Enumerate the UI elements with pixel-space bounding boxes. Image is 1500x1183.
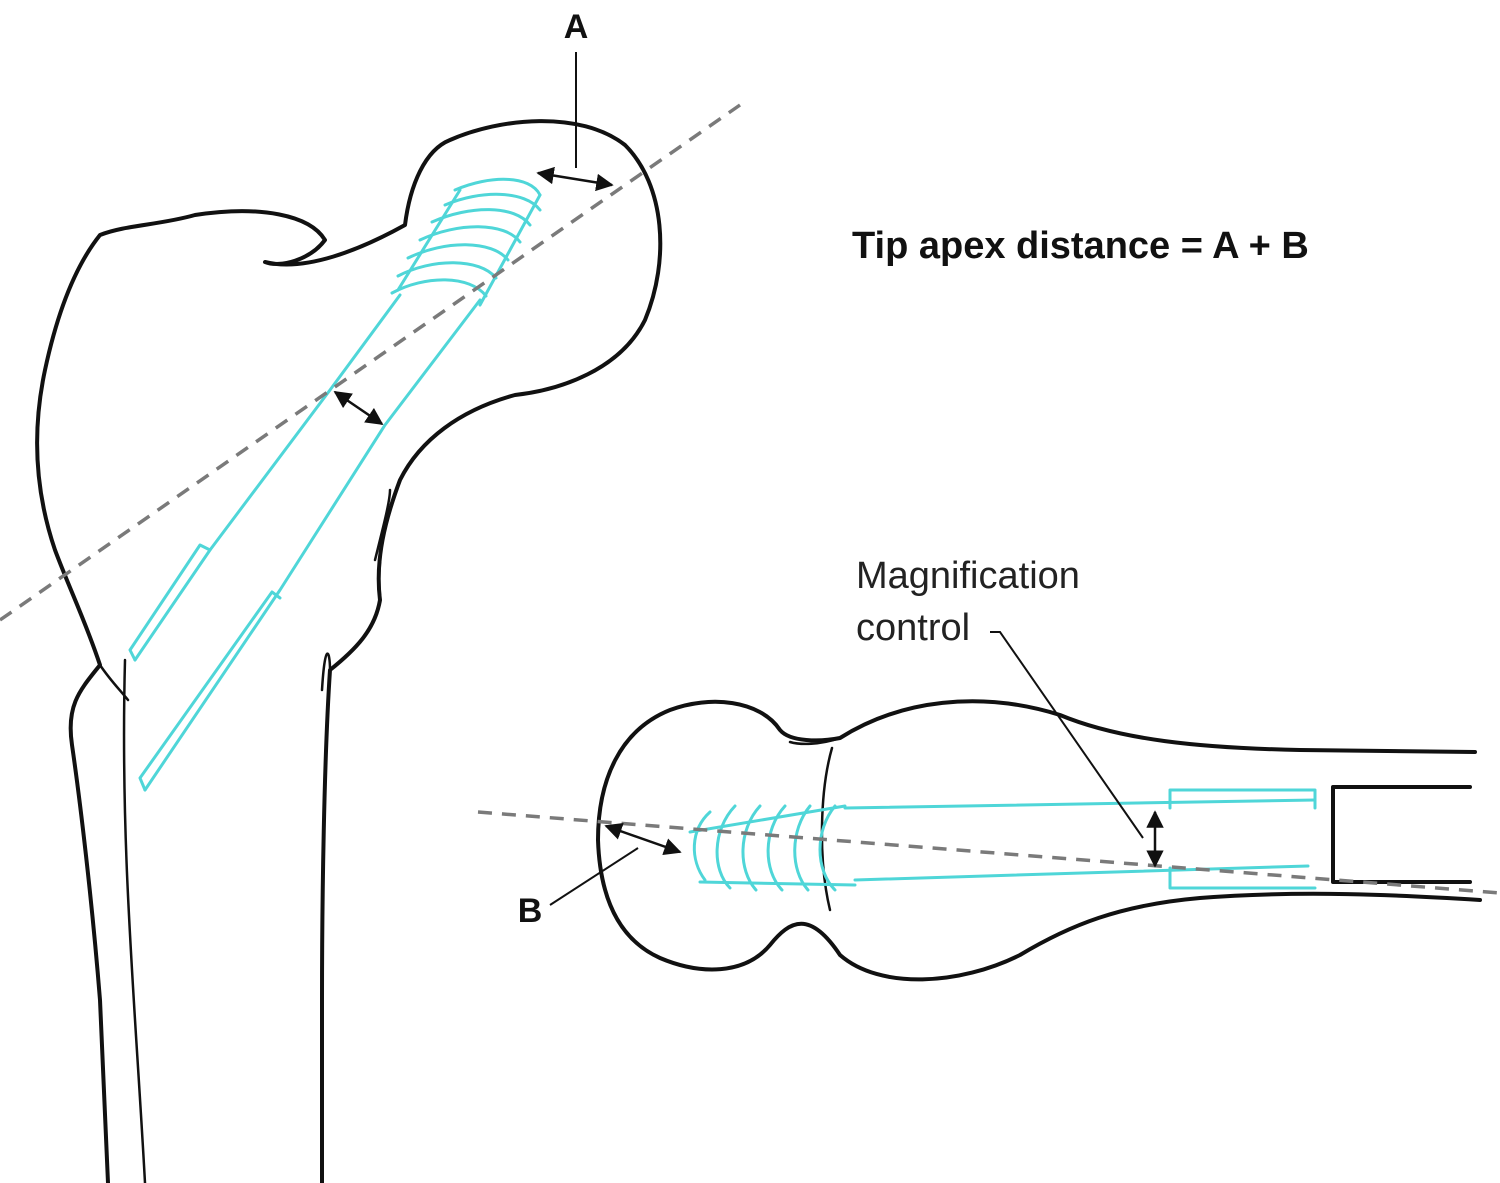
neck-shaft-junction-lateral	[820, 746, 834, 912]
lag-screw-threads-ap	[390, 177, 542, 307]
distance-a-arrow	[536, 166, 614, 192]
lag-screw-threads-lateral	[688, 804, 857, 892]
femur-medial-line	[98, 663, 130, 702]
femur-outline-lateral	[596, 699, 1482, 982]
distance-b-arrow	[604, 822, 682, 856]
label-b-leader	[549, 847, 639, 906]
calcar-line	[373, 488, 392, 562]
plate-barrel-ap	[128, 543, 282, 792]
plate-barrel-lateral	[1168, 788, 1317, 890]
tip-apex-formula: Tip apex distance = A + B	[852, 225, 1309, 267]
magnification-label-line2: control	[856, 607, 970, 649]
magnification-label-line1: Magnification	[856, 555, 1080, 597]
femoral-neck-axis-ap	[0, 103, 741, 622]
lag-screw-shaft-lateral	[843, 798, 1317, 882]
magnification-leader	[990, 631, 1144, 839]
screw-diameter-arrow-ap	[333, 390, 384, 426]
femur-inner-cortex	[122, 658, 147, 1183]
label-a: A	[564, 8, 589, 46]
trochanter-ridge	[320, 652, 332, 692]
side-plate-lateral	[1331, 785, 1472, 884]
lateral-view-femur: B Magnification control	[477, 555, 1500, 982]
neck-ridge-lateral	[788, 736, 842, 746]
lag-screw-shaft-ap	[133, 293, 482, 792]
ap-view-femur: A	[0, 8, 741, 1183]
label-b: B	[518, 892, 543, 930]
